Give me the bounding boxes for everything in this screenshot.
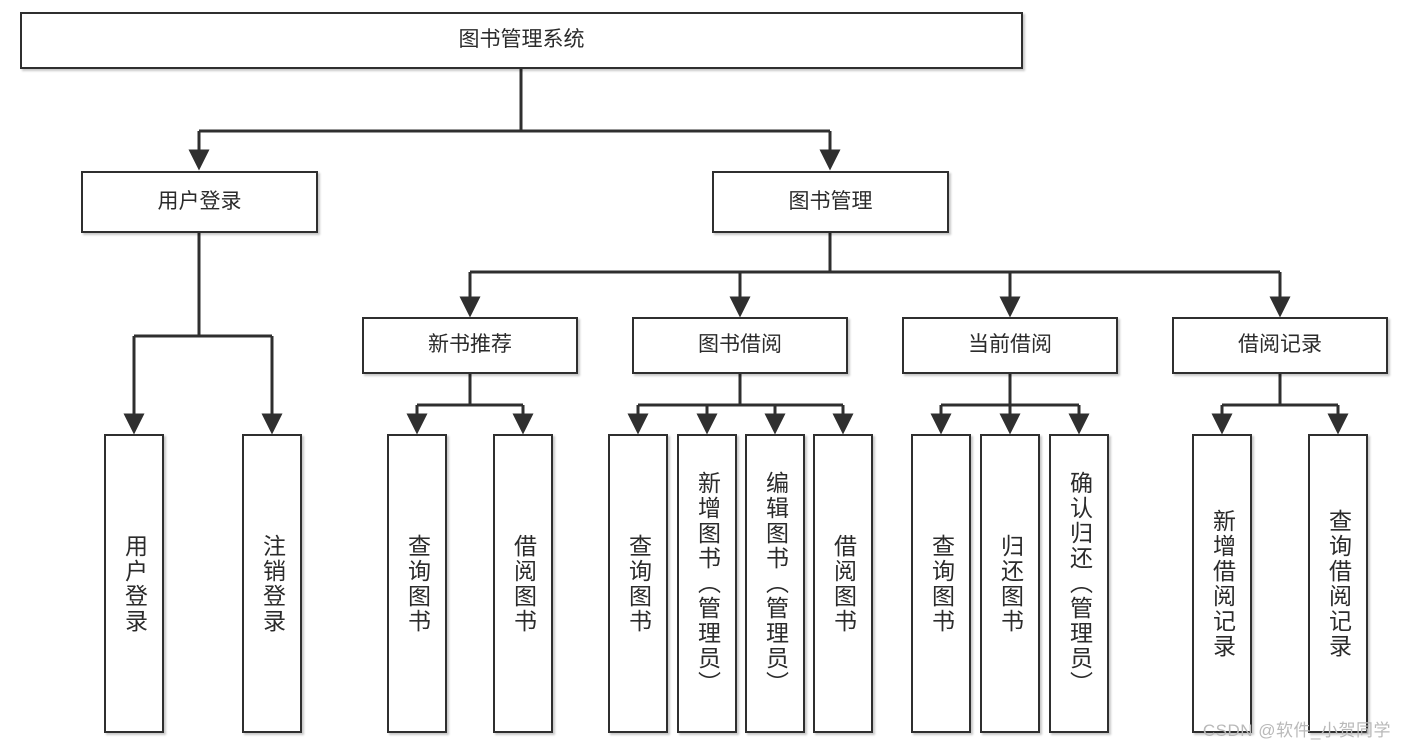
- node-root-system[interactable]: 图书管理系统: [20, 12, 1023, 69]
- node-label: 新书推荐: [428, 333, 512, 357]
- node-label: 注销登录: [259, 533, 286, 634]
- node-label: 用户登录: [121, 533, 148, 634]
- node-label: 借阅记录: [1238, 333, 1322, 357]
- node-leaf-edit-book-admin[interactable]: 编辑图书（管理员）: [745, 434, 805, 733]
- node-leaf-add-book-admin[interactable]: 新增图书（管理员）: [677, 434, 737, 733]
- node-label: 新增图书（管理员）: [694, 471, 721, 696]
- node-book-management[interactable]: 图书管理: [712, 171, 949, 233]
- node-leaf-query-book[interactable]: 查询图书: [608, 434, 668, 733]
- node-leaf-user-login[interactable]: 用户登录: [104, 434, 164, 733]
- node-label: 图书管理系统: [458, 28, 585, 52]
- node-label: 借阅图书: [830, 533, 857, 634]
- node-label: 图书借阅: [698, 333, 782, 357]
- node-leaf-return-book[interactable]: 归还图书: [980, 434, 1040, 733]
- node-leaf-query-book-current[interactable]: 查询图书: [911, 434, 971, 733]
- node-label: 借阅图书: [510, 533, 537, 634]
- watermark-text: CSDN @软件_小贺同学: [1202, 721, 1391, 740]
- node-label: 用户登录: [157, 189, 242, 213]
- node-label: 查询图书: [404, 533, 431, 634]
- node-leaf-logout[interactable]: 注销登录: [242, 434, 302, 733]
- node-leaf-borrow-book[interactable]: 借阅图书: [813, 434, 873, 733]
- node-label: 查询借阅记录: [1325, 508, 1352, 659]
- node-label: 新增借阅记录: [1209, 508, 1236, 659]
- node-current-borrow[interactable]: 当前借阅: [902, 317, 1118, 374]
- node-user-login[interactable]: 用户登录: [81, 171, 318, 233]
- node-label: 确认归还（管理员）: [1066, 471, 1093, 696]
- node-label: 图书管理: [788, 189, 873, 213]
- node-label: 编辑图书（管理员）: [762, 471, 789, 696]
- node-label: 查询图书: [625, 533, 652, 634]
- node-leaf-borrow-book-new[interactable]: 借阅图书: [493, 434, 553, 733]
- node-leaf-query-borrow-record[interactable]: 查询借阅记录: [1308, 434, 1368, 733]
- node-label: 查询图书: [928, 533, 955, 634]
- node-leaf-add-borrow-record[interactable]: 新增借阅记录: [1192, 434, 1252, 733]
- node-leaf-query-book-new[interactable]: 查询图书: [387, 434, 447, 733]
- node-borrow-record[interactable]: 借阅记录: [1172, 317, 1388, 374]
- node-label: 当前借阅: [968, 333, 1052, 357]
- node-label: 归还图书: [997, 533, 1024, 634]
- node-new-book-recommend[interactable]: 新书推荐: [362, 317, 578, 374]
- node-book-borrow[interactable]: 图书借阅: [632, 317, 848, 374]
- node-leaf-confirm-return-admin[interactable]: 确认归还（管理员）: [1049, 434, 1109, 733]
